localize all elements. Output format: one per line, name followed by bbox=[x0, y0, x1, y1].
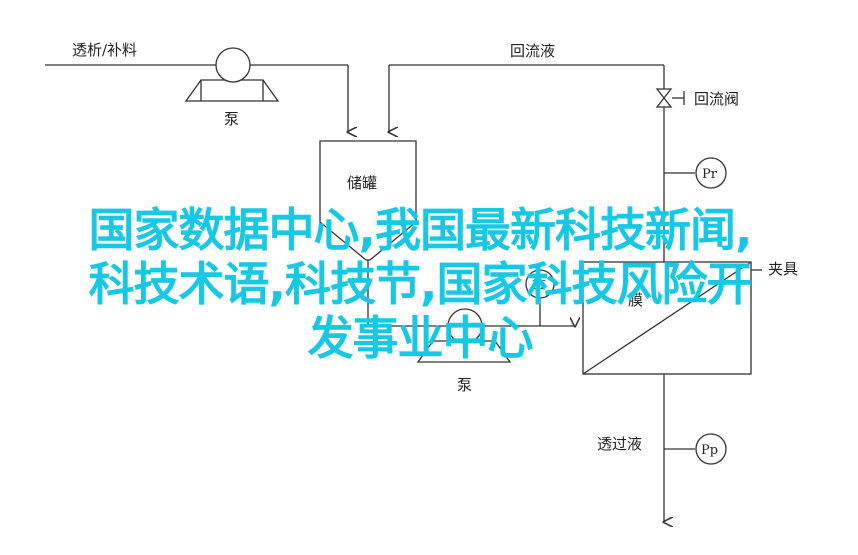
pressure-gauge-pf-icon bbox=[525, 269, 555, 326]
feed-label: 透析/补料 bbox=[72, 41, 137, 59]
recirculation-label: 回流液 bbox=[510, 42, 555, 60]
clamp-label: 夹具 bbox=[768, 260, 798, 278]
pump-2-label: 泵 bbox=[457, 376, 472, 394]
feed-line bbox=[45, 64, 348, 132]
permeate-line bbox=[664, 374, 727, 522]
tank-label: 储罐 bbox=[347, 174, 377, 192]
overlay-line-3: 发事业中心 bbox=[307, 311, 534, 365]
storage-tank bbox=[319, 140, 417, 261]
membrane-module bbox=[582, 261, 762, 375]
overlay-line-1: 国家数据中心,我国最新科技新闻, bbox=[88, 203, 753, 257]
watermark-overlay-text: 国家数据中心,我国最新科技新闻, 科技术语,科技节,国家科技风险开 发事业中心 bbox=[20, 203, 820, 365]
pressure-gauge-pr-icon bbox=[664, 157, 727, 189]
overlay-line-2: 科技术语,科技节,国家科技风险开 bbox=[88, 257, 753, 311]
pressure-gauge-pf-label: Pf bbox=[532, 278, 546, 292]
return-valve-icon bbox=[655, 88, 685, 108]
pressure-gauge-pp-label: Pp bbox=[701, 443, 718, 458]
pump-1 bbox=[184, 47, 280, 102]
membrane-label: 膜 bbox=[628, 291, 643, 309]
pressure-gauge-pr-label: Pr bbox=[702, 167, 718, 182]
pump-1-label: 泵 bbox=[224, 110, 239, 128]
return-valve-label: 回流阀 bbox=[694, 90, 739, 108]
permeate-label: 透过液 bbox=[597, 435, 642, 453]
